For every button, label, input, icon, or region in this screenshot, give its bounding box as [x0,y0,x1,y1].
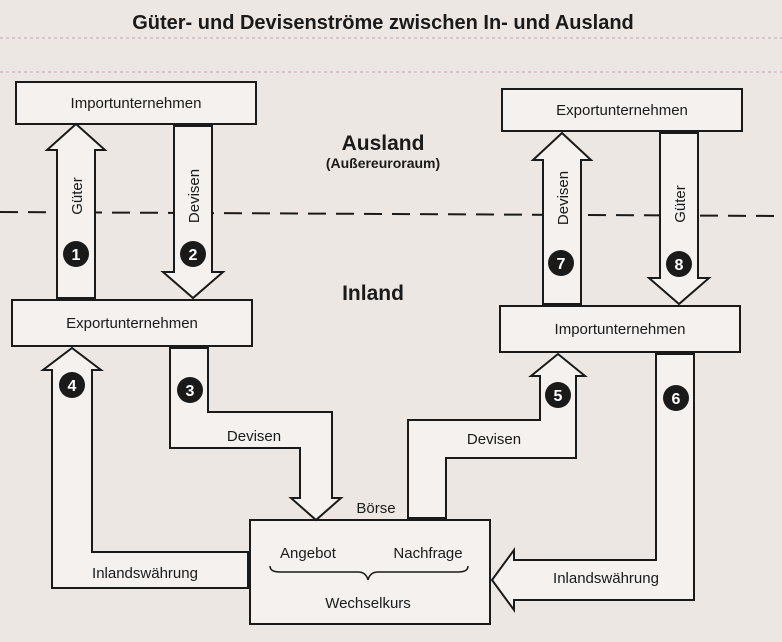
page-title: Güter- und Devisenströme zwischen In- un… [132,12,634,34]
arrow-3-devisen [169,347,344,522]
box-import-ausland-label: Importunternehmen [71,95,202,112]
badge-4: 4 [59,372,85,398]
badge-3: 3 [177,377,203,403]
border-divider [0,211,782,217]
region-inland: Inland [342,282,404,305]
badge-2-num: 2 [189,247,198,264]
flow-4-label: Inlandswährung [92,565,198,582]
boerse-label: Börse [356,500,395,517]
box-import-inland-label: Importunternehmen [555,321,686,338]
box-export-inland-label: Exportunternehmen [66,315,198,332]
box-export-inland: Exportunternehmen [11,299,253,347]
badge-4-num: 4 [68,378,77,395]
badge-1: 1 [63,241,89,267]
flow-6-label: Inlandswährung [553,570,659,587]
badge-2: 2 [180,241,206,267]
arrow-6-inlandswaehrung [490,353,695,614]
paper-grid [0,37,782,73]
badge-5: 5 [545,382,571,408]
arrow-8-gueter [646,132,712,306]
boerse-brace [269,565,469,581]
arrow-7-devisen [530,131,594,305]
badge-3-num: 3 [186,383,195,400]
badge-1-num: 1 [72,247,81,264]
region-ausland: Ausland [342,132,425,155]
arrow-1-gueter [44,122,108,299]
box-boerse: Angebot Nachfrage Wechselkurs [249,519,491,625]
badge-5-num: 5 [554,388,563,405]
arrow-4-inlandswaehrung [40,346,249,589]
boerse-nachfrage: Nachfrage [393,545,462,562]
box-export-ausland: Exportunternehmen [501,88,743,132]
box-import-inland: Importunternehmen [499,305,741,353]
badge-6-num: 6 [672,391,681,408]
boerse-angebot: Angebot [280,545,337,562]
badge-8-num: 8 [675,257,684,274]
flow-7-label: Devisen [555,171,572,225]
badge-7-num: 7 [557,256,566,273]
flow-3-label: Devisen [227,428,281,445]
region-ausland-sub: (Außereuroraum) [326,155,440,171]
box-export-ausland-label: Exportunternehmen [556,102,688,119]
arrow-5-devisen [407,352,588,519]
badge-8: 8 [666,251,692,277]
boerse-wechselkurs: Wechselkurs [325,595,411,612]
flow-5-label: Devisen [467,431,521,448]
flow-2-label: Devisen [186,169,203,223]
flow-8-label: Güter [672,185,689,223]
badge-7: 7 [548,250,574,276]
box-import-ausland: Importunternehmen [15,81,257,125]
arrow-2-devisen [160,125,226,300]
badge-6: 6 [663,385,689,411]
flow-1-label: Güter [69,177,86,215]
